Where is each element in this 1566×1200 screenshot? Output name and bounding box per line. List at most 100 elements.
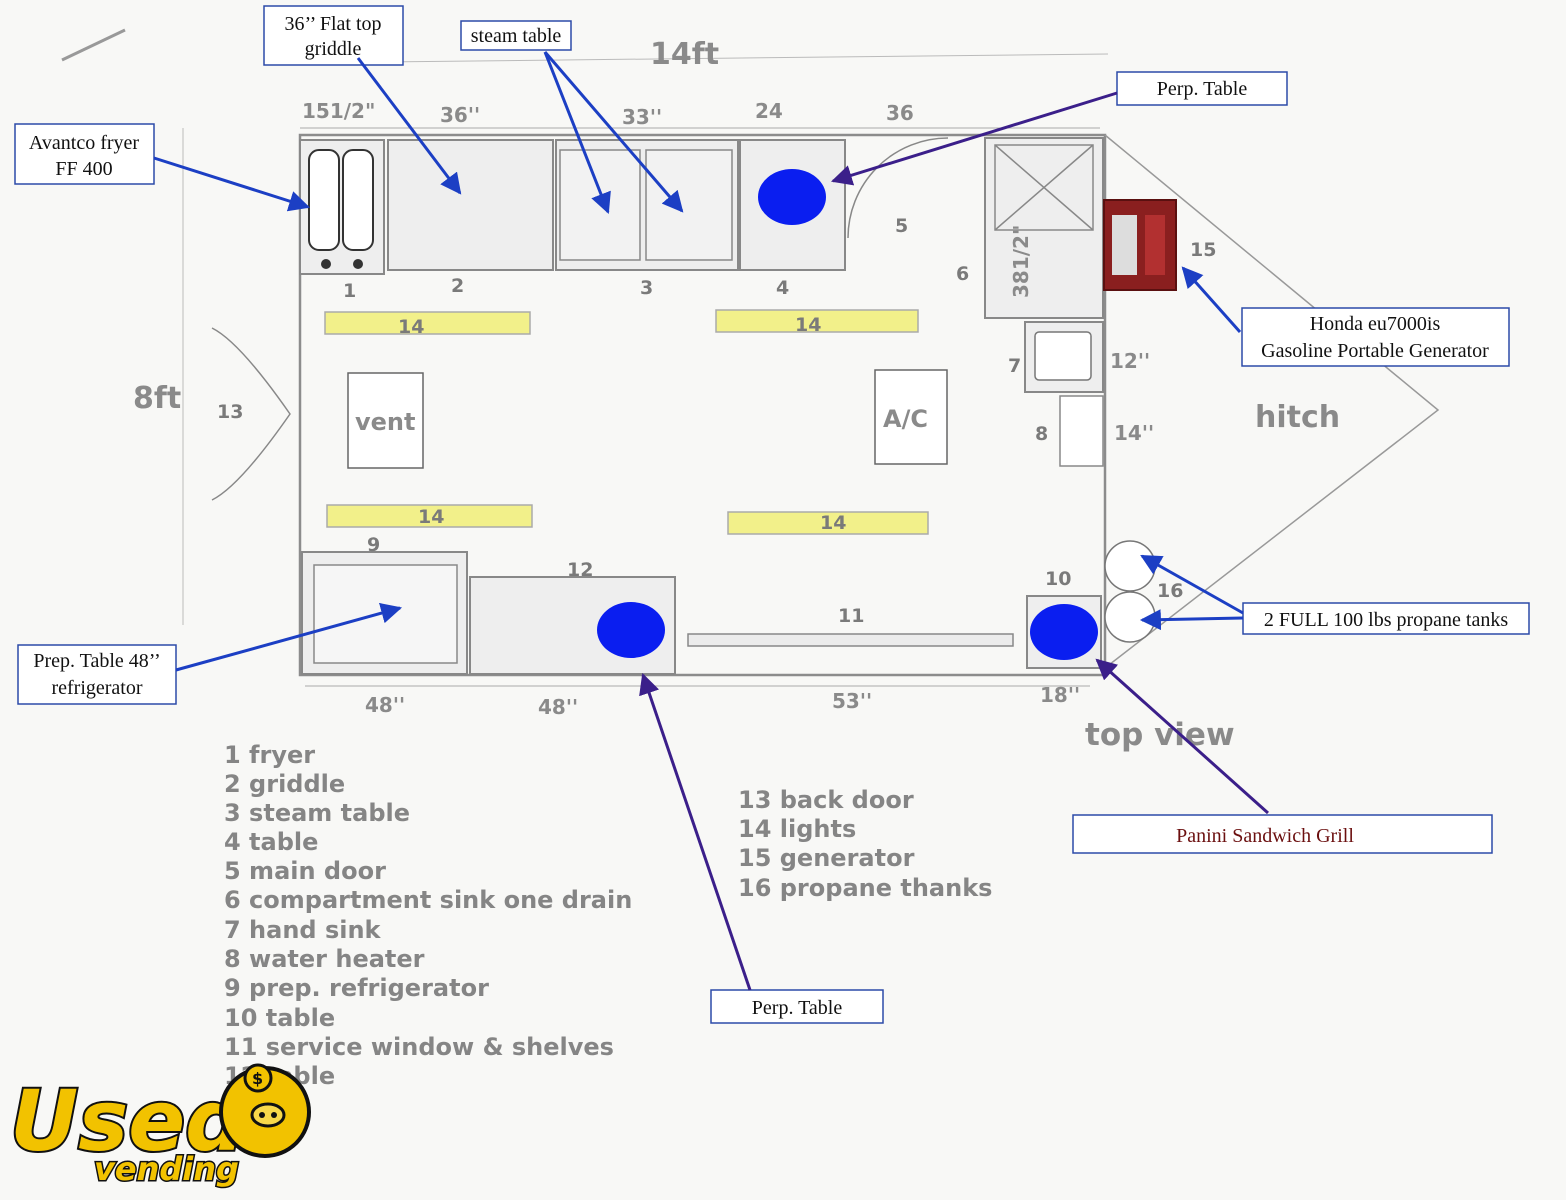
hitch-label: hitch [1255,400,1340,435]
dim-steam: 33'' [622,105,662,129]
num-2: 2 [451,275,464,297]
length-dimension-line [379,53,1109,63]
generator-callout-line2: Gasoline Portable Generator [1261,340,1489,362]
num-3: 3 [640,277,653,299]
dim-sink: 381/2" [1009,225,1033,298]
propane-arrow-bottom [1139,609,1244,631]
hand-sink-basin [1034,331,1092,381]
legend-left: 1 fryer 2 griddle 3 steam table 4 table … [224,741,632,1090]
prep-table-bottom-arrow [639,673,752,991]
light-number-3: 14 [418,506,444,528]
num-11: 11 [838,605,864,627]
fryer-basket-right [342,149,374,251]
refrigerator-callout-line2: refrigerator [51,677,142,699]
legend-item: 4 table [224,828,318,856]
steam-table-callout-box [460,20,572,51]
legend-item: 5 main door [224,857,386,885]
legend-item: 9 prep. refrigerator [224,974,489,1002]
num-5: 5 [895,215,908,237]
service-window [687,633,1014,647]
sink-cross-b [994,144,1094,231]
fryer-callout-line1: Avantco fryer [29,132,139,154]
legend-item: 15 generator [738,844,915,872]
legend-item: 1 fryer [224,741,315,769]
num-7: 7 [1008,355,1021,377]
water-heater [1059,395,1104,467]
pen-mark [61,28,126,62]
legend-item: 16 propane thanks [738,874,992,902]
num-9: 9 [367,534,380,556]
dim-window: 53'' [832,689,872,713]
prep-table-marker-bottom [597,602,665,658]
propane-callout: 2 FULL 100 lbs propane tanks [1264,609,1508,631]
fryer-basket-left [308,149,340,251]
hitch-outline [1104,134,1440,669]
legend-item: 13 back door [738,786,914,814]
refrigerator-arrow [175,602,403,672]
griddle-callout-line1: 36’’ Flat top [284,13,381,35]
generator-arrow [1181,266,1242,333]
num-6: 6 [956,263,969,285]
logo-word: Used [10,1072,246,1170]
fryer-handle-right [353,259,363,269]
dim-table: 24 [755,99,783,123]
panini-callout: Panini Sandwich Grill [1176,825,1354,847]
piggy-snout [250,1102,286,1128]
fryer-callout-line2: FF 400 [55,158,112,180]
refrigerator-top [313,564,458,664]
legend-item: 8 water heater [224,945,425,973]
prep-table-bottom-callout-box [710,989,884,1024]
prep-table-marker-top [758,169,826,225]
dollar-coin-icon [243,1063,273,1093]
legend-item: 10 table [224,1004,335,1032]
steam-well-right [645,149,733,261]
length-label: 14ft [650,37,719,72]
legend-item: 7 hand sink [224,916,382,944]
prep-table-top-callout: Perp. Table [1157,78,1248,100]
light-4 [727,511,929,535]
legend-item: 3 steam table [224,799,410,827]
top-view-label: top view [1085,717,1235,753]
logo-subword: vending [94,1150,239,1188]
dollar-sign: $ [252,1069,263,1088]
piggy-nostril-left [259,1112,265,1118]
trailer-outline [298,133,1107,677]
generator-callout-box [1241,307,1510,367]
refrigerator-callout-line1: Prep. Table 48’’ [33,650,160,672]
griddle-callout-line2: griddle [305,38,362,60]
refrigerator-callout-box [17,644,177,705]
fryer-handle-left [321,259,331,269]
vent [347,372,424,469]
griddle-arrow [356,57,462,195]
steam-arrow-left [543,51,611,214]
light-number-4: 14 [820,512,846,534]
griddle [387,139,554,271]
dim-fryer: 151/2" [302,99,375,123]
propane-arrow-top [1140,554,1244,615]
used-vending-logo: Used $ vending [8,1063,311,1190]
dim-hand-sink: 12'' [1110,349,1150,373]
dim-fridge: 48'' [365,693,405,717]
fryer-callout-box [14,123,155,185]
steam-table-callout: steam table [471,25,562,47]
steam-well-left [559,149,641,261]
piggy-nostril-right [271,1112,277,1118]
prep-table-bottom-callout: Perp. Table [752,997,843,1019]
generator-callout-line1: Honda eu7000is [1310,313,1441,335]
light-number-1: 14 [398,316,424,338]
back-door-swing [211,327,291,501]
griddle-callout-box [263,5,404,66]
dim-door: 36 [886,101,914,125]
prep-table-top-arrow [830,91,1118,186]
light-3 [326,504,533,528]
fryer-arrow [153,156,311,212]
num-13: 13 [217,401,243,423]
dim-table10: 18'' [1040,683,1080,707]
propane-tank-1 [1104,540,1156,592]
prep-table-top-callout-box [1116,71,1288,106]
generator-panel [1112,215,1137,275]
steam-arrow-right [543,51,684,213]
vent-label: vent [355,408,415,436]
sink-basin [994,144,1094,231]
